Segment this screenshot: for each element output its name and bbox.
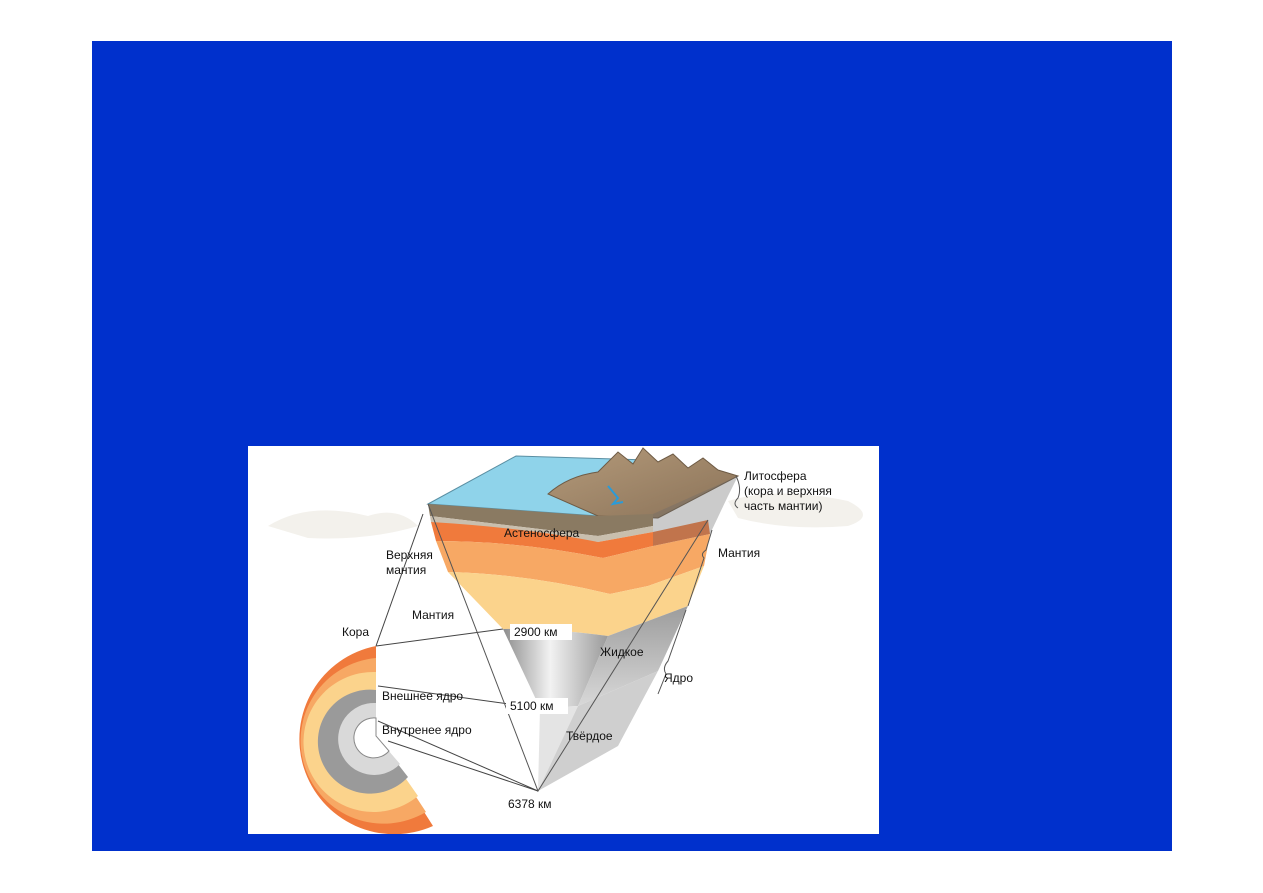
label-core: Ядро [664, 671, 693, 685]
label-solid: Твёрдое [566, 729, 613, 743]
label-upper-mantle-line2: мантия [386, 563, 426, 577]
label-liquid: Жидкое [600, 645, 644, 659]
label-lithosphere-line1: Литосфера [744, 469, 807, 483]
label-depth-5100: 5100 км [510, 699, 554, 713]
label-asthenosphere: Астеносфера [504, 526, 580, 540]
connector-lines [375, 513, 539, 792]
label-lithosphere-line3: часть мантии) [744, 499, 822, 513]
label-depth-6378: 6378 км [508, 797, 552, 811]
earth-wedge [426, 447, 740, 793]
depth-5100-box [506, 698, 568, 714]
label-lithosphere-line2: (кора и верхняя [744, 484, 832, 498]
earth-structure-figure: Литосфера (кора и верхняя часть мантии) … [248, 446, 879, 834]
label-outer-core: Внешнее ядро [382, 689, 463, 703]
label-inner-core: Внутренее ядро [382, 723, 472, 737]
label-depth-2900: 2900 км [514, 625, 558, 639]
label-mantle-right: Мантия [718, 546, 760, 560]
diagram-labels: Литосфера (кора и верхняя часть мантии) … [342, 469, 832, 811]
label-mantle-left: Мантия [412, 608, 454, 622]
earth-structure-diagram: Литосфера (кора и верхняя часть мантии) … [268, 447, 863, 834]
label-upper-mantle-line1: Верхняя [386, 548, 433, 562]
brackets [657, 475, 741, 695]
label-crust: Кора [342, 625, 369, 639]
depth-2900-box [510, 624, 572, 640]
earth-cutaway-sphere [299, 646, 433, 834]
